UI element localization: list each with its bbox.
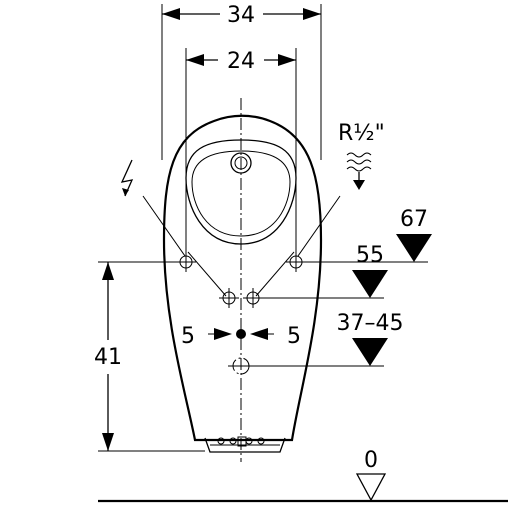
urinal-outline [162, 114, 323, 453]
leader-lines [142, 195, 341, 297]
dimension-34: 34 [161, 3, 322, 160]
level-67-label: 67 [400, 207, 428, 232]
reference-lines [98, 261, 428, 452]
dimension-24-label: 24 [227, 49, 255, 74]
level-marker-37-45: 37–45 [337, 311, 404, 366]
dimension-24: 24 [185, 48, 297, 262]
level-marker-55: 55 [352, 243, 388, 298]
level-0-label: 0 [364, 448, 378, 473]
dimension-offset-5: 5 5 [181, 324, 301, 349]
level-marker-0: 0 [355, 448, 387, 502]
level-37-45-label: 37–45 [337, 311, 404, 336]
dimension-34-label: 34 [227, 3, 255, 28]
dimension-41: 41 [94, 262, 122, 451]
supply-thread-label: R½" [338, 121, 385, 146]
water-waves-icon [346, 152, 372, 190]
level-marker-67: 67 [396, 207, 432, 262]
offset-right-label: 5 [287, 324, 301, 349]
level-55-label: 55 [356, 243, 384, 268]
offset-left-label: 5 [181, 324, 195, 349]
lightning-icon [120, 159, 134, 197]
dimension-41-label: 41 [94, 345, 122, 370]
